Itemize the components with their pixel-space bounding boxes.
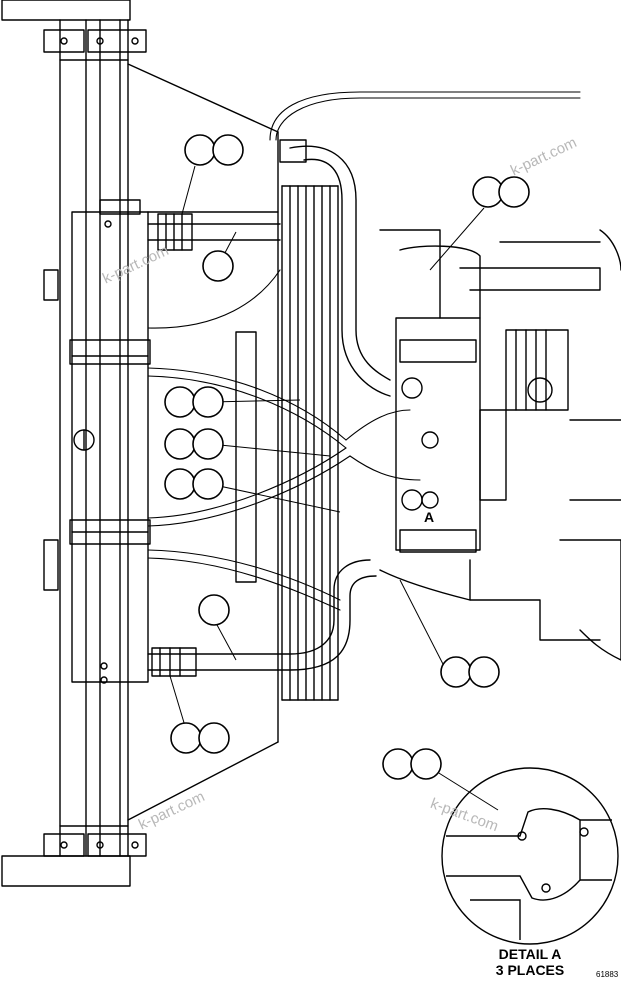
detail-a-view xyxy=(441,767,619,945)
callout-balloons xyxy=(164,134,530,780)
radiator-frame xyxy=(1,0,279,887)
callout-leaders xyxy=(169,165,499,811)
figure-number: 61883 xyxy=(596,970,619,979)
detail-a-marker: A xyxy=(424,509,434,525)
radiator-core xyxy=(235,185,339,701)
coolant-lines xyxy=(147,91,581,611)
detail-a-title: DETAIL A xyxy=(498,946,562,962)
surge-tank xyxy=(43,199,279,684)
lower-hose xyxy=(147,559,377,677)
upper-hose xyxy=(147,139,391,397)
detail-a-quantity: 3 PLACES xyxy=(495,962,565,978)
engine-block xyxy=(379,229,621,661)
detail-a-caption: DETAIL A 3 PLACES xyxy=(470,946,590,978)
